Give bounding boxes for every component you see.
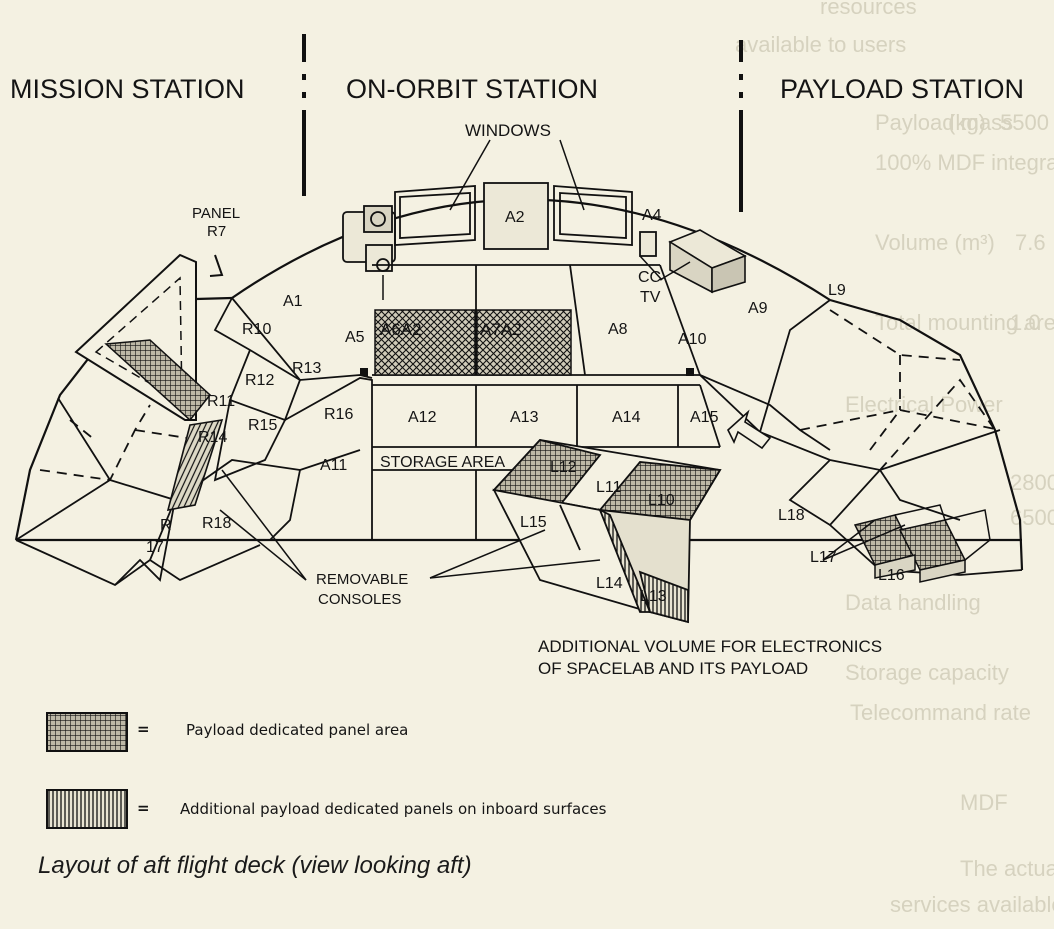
payload-station-heading: PAYLOAD STATION bbox=[780, 74, 1024, 104]
bleed-line: Data handling bbox=[845, 590, 981, 615]
label-r11: R11 bbox=[207, 393, 235, 410]
windows-label: WINDOWS bbox=[465, 121, 551, 140]
bleed-line: 100% MDF integrated bbox=[875, 150, 1054, 175]
label-a10: A10 bbox=[678, 331, 707, 348]
storage-area-label: STORAGE AREA bbox=[380, 454, 505, 471]
label-r14: R14 bbox=[198, 429, 227, 446]
bleed-line: resources bbox=[820, 0, 917, 19]
label-a7a2: A7A2 bbox=[480, 320, 522, 339]
bleed-line: MDF bbox=[960, 790, 1008, 815]
center-console bbox=[342, 182, 761, 540]
bleed-line: 5500 bbox=[1000, 110, 1049, 135]
label-a1: A1 bbox=[283, 293, 303, 310]
bleed-line: Volume (m³) bbox=[875, 230, 995, 255]
bleed-line: services available to the user bbox=[890, 892, 1054, 917]
label-a15: A15 bbox=[690, 409, 719, 426]
label-a14: A14 bbox=[612, 409, 641, 426]
label-a4: A4 bbox=[642, 207, 662, 224]
a10-marker bbox=[686, 368, 694, 376]
removable-consoles-label-1: REMOVABLE bbox=[316, 571, 408, 588]
bleed-line: Telecommand rate bbox=[850, 700, 1031, 725]
removable-consoles-label-2: CONSOLES bbox=[318, 591, 401, 608]
a5-marker bbox=[360, 368, 368, 376]
label-a6a2: A6A2 bbox=[380, 320, 422, 339]
label-l10: L10 bbox=[648, 492, 675, 509]
bleed-line: available to users bbox=[735, 32, 906, 57]
label-l16: L16 bbox=[878, 567, 905, 584]
removable-console bbox=[492, 438, 722, 624]
label-r17-bottom: 17 bbox=[146, 539, 164, 556]
label-a11: A11 bbox=[320, 457, 347, 474]
bleed-line: 7.6 bbox=[1015, 230, 1046, 255]
bleed-line: Electrical Power bbox=[845, 392, 1003, 417]
leader-lines bbox=[219, 139, 906, 581]
bleed-line: Storage capacity bbox=[845, 660, 1009, 685]
bleed-line: (kg) bbox=[948, 110, 986, 135]
panel-r7-label-top: PANEL bbox=[192, 205, 240, 222]
bleed-line: Payload mass bbox=[875, 110, 1013, 135]
panel-labels: WINDOWS PANEL R7 A1 A2 A4 A5 A6A2 A7A2 A… bbox=[146, 121, 905, 678]
legend-equals-1: = bbox=[137, 720, 150, 738]
panel-r7 bbox=[74, 253, 224, 422]
panel-r14-hatch bbox=[166, 419, 224, 512]
label-a5: A5 bbox=[345, 329, 365, 346]
on-orbit-station-heading: ON-ORBIT STATION bbox=[346, 74, 598, 104]
label-l11: L11 bbox=[596, 479, 622, 496]
label-cc: CC bbox=[638, 269, 661, 286]
label-l13: L13 bbox=[640, 588, 667, 605]
label-r15: R15 bbox=[248, 417, 277, 434]
station-dividers bbox=[302, 34, 743, 212]
mission-station-heading: MISSION STATION bbox=[10, 74, 245, 104]
panel-a6a2-hatch bbox=[374, 309, 476, 376]
bleed-line: 2800 bbox=[1010, 470, 1054, 495]
panel-l16-racks bbox=[853, 504, 991, 583]
legend-swatch-lined bbox=[46, 789, 128, 829]
label-l18: L18 bbox=[778, 507, 805, 524]
label-r18: R18 bbox=[202, 515, 231, 532]
label-l17: L17 bbox=[810, 549, 837, 566]
label-a12: A12 bbox=[408, 409, 437, 426]
label-a8: A8 bbox=[608, 321, 628, 338]
bleed-through-text: resources available to users Payload mas… bbox=[735, 0, 1054, 917]
legend-item-payload-panel: Payload dedicated panel area bbox=[186, 721, 409, 739]
panel-a7a2-hatch bbox=[476, 309, 572, 376]
legend-equals-2: = bbox=[137, 799, 150, 817]
legend-swatch-crosshatch bbox=[46, 712, 128, 752]
label-l15: L15 bbox=[520, 514, 547, 531]
cctv-monitors bbox=[668, 229, 747, 294]
label-a9: A9 bbox=[748, 300, 768, 317]
label-a13: A13 bbox=[510, 409, 539, 426]
label-r16: R16 bbox=[324, 406, 353, 423]
panel-r7-label: R7 bbox=[207, 223, 226, 240]
legend-item-additional-panels: Additional payload dedicated panels on i… bbox=[180, 800, 607, 818]
label-l12: L12 bbox=[550, 459, 577, 476]
additional-volume-label-1: ADDITIONAL VOLUME FOR ELECTRONICS bbox=[538, 637, 882, 656]
label-a2: A2 bbox=[505, 209, 525, 226]
label-tv: TV bbox=[640, 289, 661, 306]
label-r10: R10 bbox=[242, 321, 271, 338]
label-l14: L14 bbox=[596, 575, 623, 592]
bleed-line: The actual resources available bbox=[960, 856, 1054, 881]
bleed-line: 1.0 bbox=[1010, 310, 1041, 335]
label-r17-top: R bbox=[160, 517, 172, 534]
arrow-icon bbox=[727, 409, 772, 450]
figure-caption: Layout of aft flight deck (view looking … bbox=[38, 852, 472, 879]
additional-volume-label-2: OF SPACELAB AND ITS PAYLOAD bbox=[538, 659, 808, 678]
label-r12: R12 bbox=[245, 372, 274, 389]
label-r13: R13 bbox=[292, 360, 321, 377]
label-l9: L9 bbox=[828, 282, 846, 299]
